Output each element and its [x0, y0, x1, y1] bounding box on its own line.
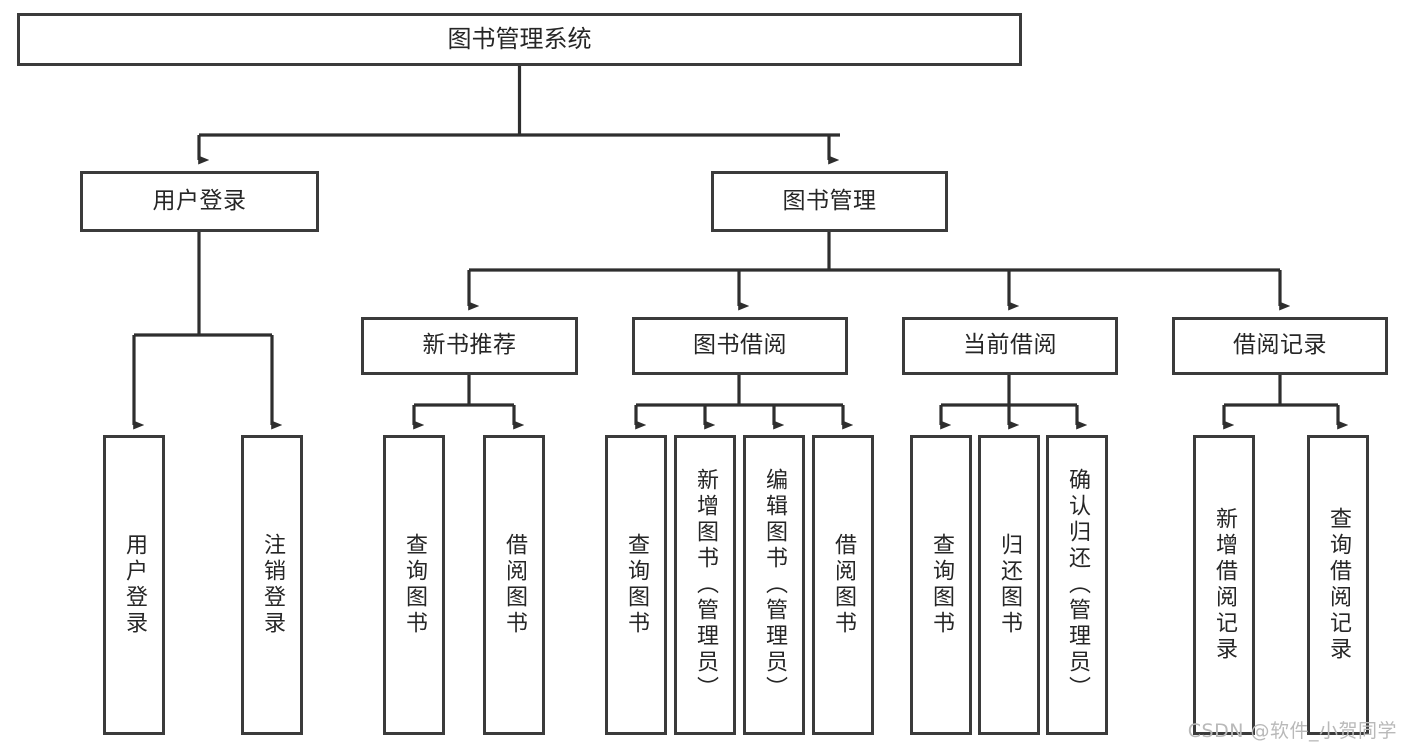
node-label: 当前借阅 [963, 332, 1057, 359]
leaf-borrow-record-query-record[interactable]: 查询借阅记录 [1307, 435, 1369, 735]
leaf-current-borrow-return-book[interactable]: 归还图书 [978, 435, 1040, 735]
node-label: 新增图书（管理员） [693, 468, 718, 702]
node-label: 图书管理系统 [447, 25, 592, 54]
leaf-book-borrow-query-book[interactable]: 查询图书 [605, 435, 667, 735]
leaf-current-borrow-query-book[interactable]: 查询图书 [910, 435, 972, 735]
node-root-book-management-system[interactable]: 图书管理系统 [17, 13, 1022, 66]
node-label: 查询借阅记录 [1326, 507, 1351, 663]
node-label: 注销登录 [260, 533, 285, 637]
leaf-user-login-login[interactable]: 用户登录 [103, 435, 165, 735]
node-user-login[interactable]: 用户登录 [80, 171, 319, 232]
leaf-new-book-borrow-book[interactable]: 借阅图书 [483, 435, 545, 735]
node-label: 借阅图书 [831, 533, 856, 637]
leaf-new-book-query-book[interactable]: 查询图书 [383, 435, 445, 735]
node-label: 确认归还（管理员） [1065, 468, 1090, 702]
node-label: 用户登录 [152, 187, 247, 214]
leaf-book-borrow-edit-book-admin[interactable]: 编辑图书（管理员） [743, 435, 805, 735]
node-new-book-recommend[interactable]: 新书推荐 [361, 317, 578, 375]
watermark: CSDN @软件_小贺同学 [1187, 720, 1397, 742]
node-book-management[interactable]: 图书管理 [711, 171, 948, 232]
node-label: 编辑图书（管理员） [762, 468, 787, 702]
node-borrow-record[interactable]: 借阅记录 [1172, 317, 1388, 375]
leaf-current-borrow-confirm-return-admin[interactable]: 确认归还（管理员） [1046, 435, 1108, 735]
node-label: 图书管理 [782, 187, 877, 214]
node-label: 查询图书 [929, 533, 954, 637]
leaf-user-login-logout[interactable]: 注销登录 [241, 435, 303, 735]
node-label: 查询图书 [624, 533, 649, 637]
node-book-borrow[interactable]: 图书借阅 [632, 317, 848, 375]
node-current-borrow[interactable]: 当前借阅 [902, 317, 1118, 375]
leaf-book-borrow-add-book-admin[interactable]: 新增图书（管理员） [674, 435, 736, 735]
leaf-borrow-record-add-record[interactable]: 新增借阅记录 [1193, 435, 1255, 735]
node-label: 新增借阅记录 [1212, 507, 1237, 663]
node-label: 借阅图书 [502, 533, 527, 637]
node-label: 新书推荐 [422, 332, 517, 359]
node-label: 借阅记录 [1233, 332, 1327, 359]
leaf-book-borrow-borrow-book[interactable]: 借阅图书 [812, 435, 874, 735]
node-label: 查询图书 [402, 533, 427, 637]
node-label: 图书借阅 [693, 332, 787, 359]
node-label: 用户登录 [122, 533, 147, 637]
node-label: 归还图书 [997, 533, 1022, 637]
